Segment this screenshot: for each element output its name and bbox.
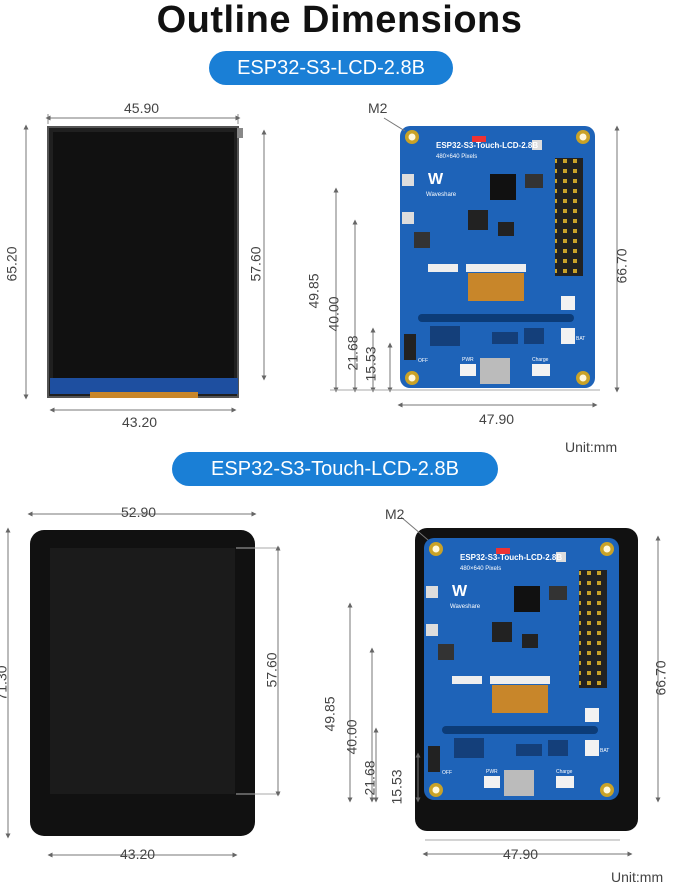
- section-label-touch-lcd: ESP32-S3-Touch-LCD-2.8B: [172, 452, 498, 486]
- bottom-back-hole-label: M2: [385, 506, 405, 522]
- bottom-front-view: [30, 530, 255, 836]
- page-title: Outline Dimensions: [156, 0, 523, 41]
- section-label-lcd: ESP32-S3-LCD-2.8B: [209, 51, 453, 85]
- top-front-width: 45.90: [124, 100, 160, 116]
- top-back-board: [400, 126, 595, 388]
- bottom-front-height: 71.30: [0, 665, 10, 701]
- top-back-h2: 40.00: [325, 296, 342, 332]
- bottom-back-width: 47.90: [503, 846, 539, 862]
- top-back-hole-label: M2: [368, 100, 388, 116]
- bottom-front-active-width: 43.20: [120, 846, 156, 862]
- top-front-active-width: 43.20: [122, 414, 158, 430]
- top-front-active-height: 57.60: [247, 246, 264, 282]
- top-back-height: 66.70: [613, 248, 630, 284]
- bottom-back-h1: 49.85: [321, 696, 338, 732]
- bottom-back-h2: 40.00: [343, 719, 360, 755]
- top-front-height: 65.20: [3, 246, 20, 282]
- bottom-back-h3: 21.68: [361, 760, 378, 796]
- bottom-front-width: 52.90: [121, 504, 157, 520]
- top-back-width: 47.90: [479, 411, 515, 427]
- top-back-h1: 49.85: [305, 273, 322, 309]
- top-back-h4: 15.53: [362, 346, 379, 382]
- unit-label-top: Unit:mm: [565, 439, 618, 455]
- unit-label-bottom: Unit:mm: [611, 869, 664, 885]
- top-front-view: [47, 126, 243, 398]
- bottom-back-h4: 15.53: [388, 769, 405, 805]
- bottom-front-active-height: 57.60: [263, 652, 280, 688]
- bottom-back-height: 66.70: [652, 660, 669, 696]
- top-back-h3: 21.68: [344, 335, 361, 371]
- bottom-back-board: [424, 538, 619, 800]
